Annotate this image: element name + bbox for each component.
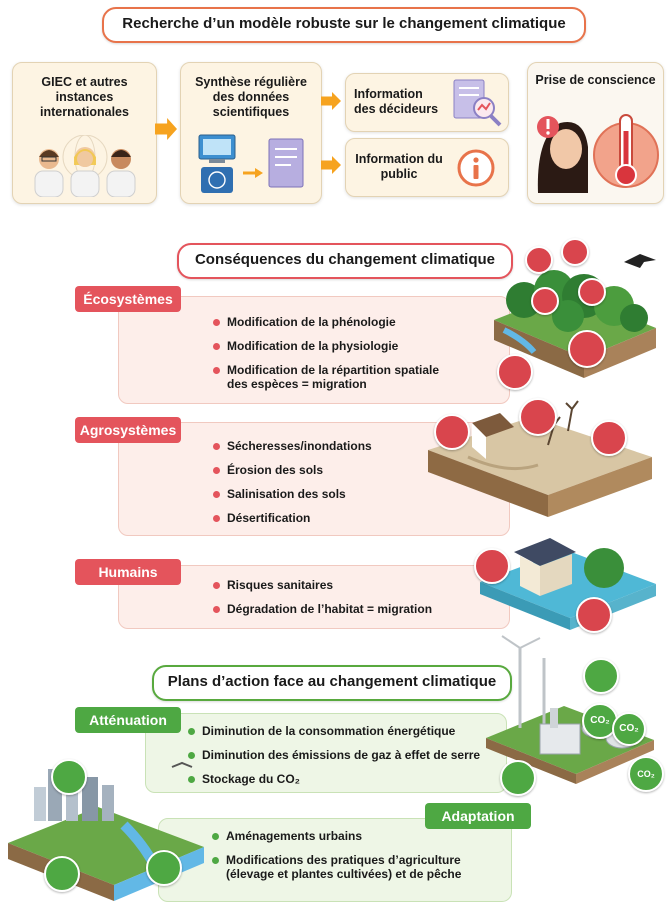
plans-title: Plans d’action face au changement climat… — [152, 665, 512, 701]
humains-tag: Humains — [75, 559, 181, 585]
report-magnifier-icon — [453, 79, 502, 127]
list-item: Modifications des pratiques d’agricultur… — [212, 853, 482, 881]
ecosystemes-list: Modification de la phénologie Modificati… — [213, 315, 463, 391]
co2-bubble-icon: CO₂ — [612, 712, 646, 746]
cactus-icon — [519, 398, 557, 436]
flower-icon — [568, 330, 606, 368]
drought-landscape-illustration — [428, 400, 652, 517]
list-item: Érosion des sols — [213, 463, 443, 477]
bird-icon — [561, 238, 589, 266]
greenhouse-icon — [51, 759, 87, 795]
arrow-right-2 — [321, 92, 341, 110]
adaptation-tag: Adaptation — [425, 803, 531, 829]
info-decideurs-card: Information des décideurs — [345, 73, 509, 132]
agrosystemes-tag: Agrosystèmes — [75, 417, 181, 443]
info-icon — [457, 149, 495, 187]
fish-icon — [146, 850, 182, 886]
list-item: Dégradation de l’habitat = migration — [213, 602, 453, 616]
woman-thermometer-illustration — [537, 114, 659, 193]
arrow-right-1 — [155, 118, 177, 140]
list-item: Désertification — [213, 511, 443, 525]
humains-panel — [118, 565, 510, 629]
research-title: Recherche d’un modèle robuste sur le cha… — [102, 7, 586, 43]
list-item: Aménagements urbains — [212, 829, 482, 843]
info-public-label: Information du public — [355, 152, 443, 181]
list-item: Modification de la répartition spatiale … — [213, 363, 463, 391]
consequences-title: Conséquences du changement climatique — [177, 243, 513, 279]
list-item: Stockage du CO₂ — [188, 772, 488, 786]
lightning-icon — [583, 658, 619, 694]
ecosystemes-tag: Écosystèmes — [75, 286, 181, 312]
scientists-illustration — [34, 135, 136, 197]
list-item: Diminution des émissions de gaz à effet … — [188, 748, 488, 762]
list-item: Risques sanitaires — [213, 578, 453, 592]
flood-waves-icon — [474, 548, 510, 584]
flooded-house-icon — [434, 414, 470, 450]
leaf-icon — [525, 246, 553, 274]
co2-storage-icon: CO₂ — [628, 756, 664, 792]
ecosystemes-panel — [118, 296, 510, 404]
medical-cross-icon — [576, 597, 612, 633]
attenuation-tag: Atténuation — [75, 707, 181, 733]
prise-conscience-label: Prise de conscience — [535, 73, 656, 87]
skull-icon — [591, 420, 627, 456]
tractor-icon — [44, 856, 80, 892]
info-decideurs-label: Information des décideurs — [354, 87, 439, 116]
attenuation-list: Diminution de la consommation énergétiqu… — [188, 724, 488, 786]
list-item: Modification de la phénologie — [213, 315, 463, 329]
list-item: Sécheresses/inondations — [213, 439, 443, 453]
humains-list: Risques sanitaires Dégradation de l’habi… — [213, 578, 453, 616]
flooded-house-illustration — [480, 538, 656, 630]
bird-flight-icon — [531, 287, 559, 315]
computer-document-illustration — [198, 134, 304, 193]
giec-card: GIEC et autres instances internationales — [12, 62, 157, 204]
info-public-card: Information du public — [345, 138, 509, 197]
list-item: Diminution de la consommation énergétiqu… — [188, 724, 488, 738]
adaptation-list: Aménagements urbains Modifications des p… — [212, 829, 482, 881]
synthese-card: Synthèse régulière des données scientifi… — [180, 62, 322, 204]
city-coast-illustration — [8, 761, 204, 901]
synthese-label: Synthèse régulière des données scientifi… — [195, 75, 307, 119]
prise-conscience-card: Prise de conscience — [527, 62, 664, 204]
arrow-right-3 — [321, 156, 341, 174]
attenuation-panel — [145, 713, 507, 793]
coral-icon — [497, 354, 533, 390]
list-item: Salinisation des sols — [213, 487, 443, 501]
agrosystemes-list: Sécheresses/inondations Érosion des sols… — [213, 439, 443, 525]
giec-label: GIEC et autres instances internationales — [40, 75, 129, 119]
factory-icon — [500, 760, 536, 796]
list-item: Modification de la physiologie — [213, 339, 463, 353]
drop-icon — [578, 278, 606, 306]
